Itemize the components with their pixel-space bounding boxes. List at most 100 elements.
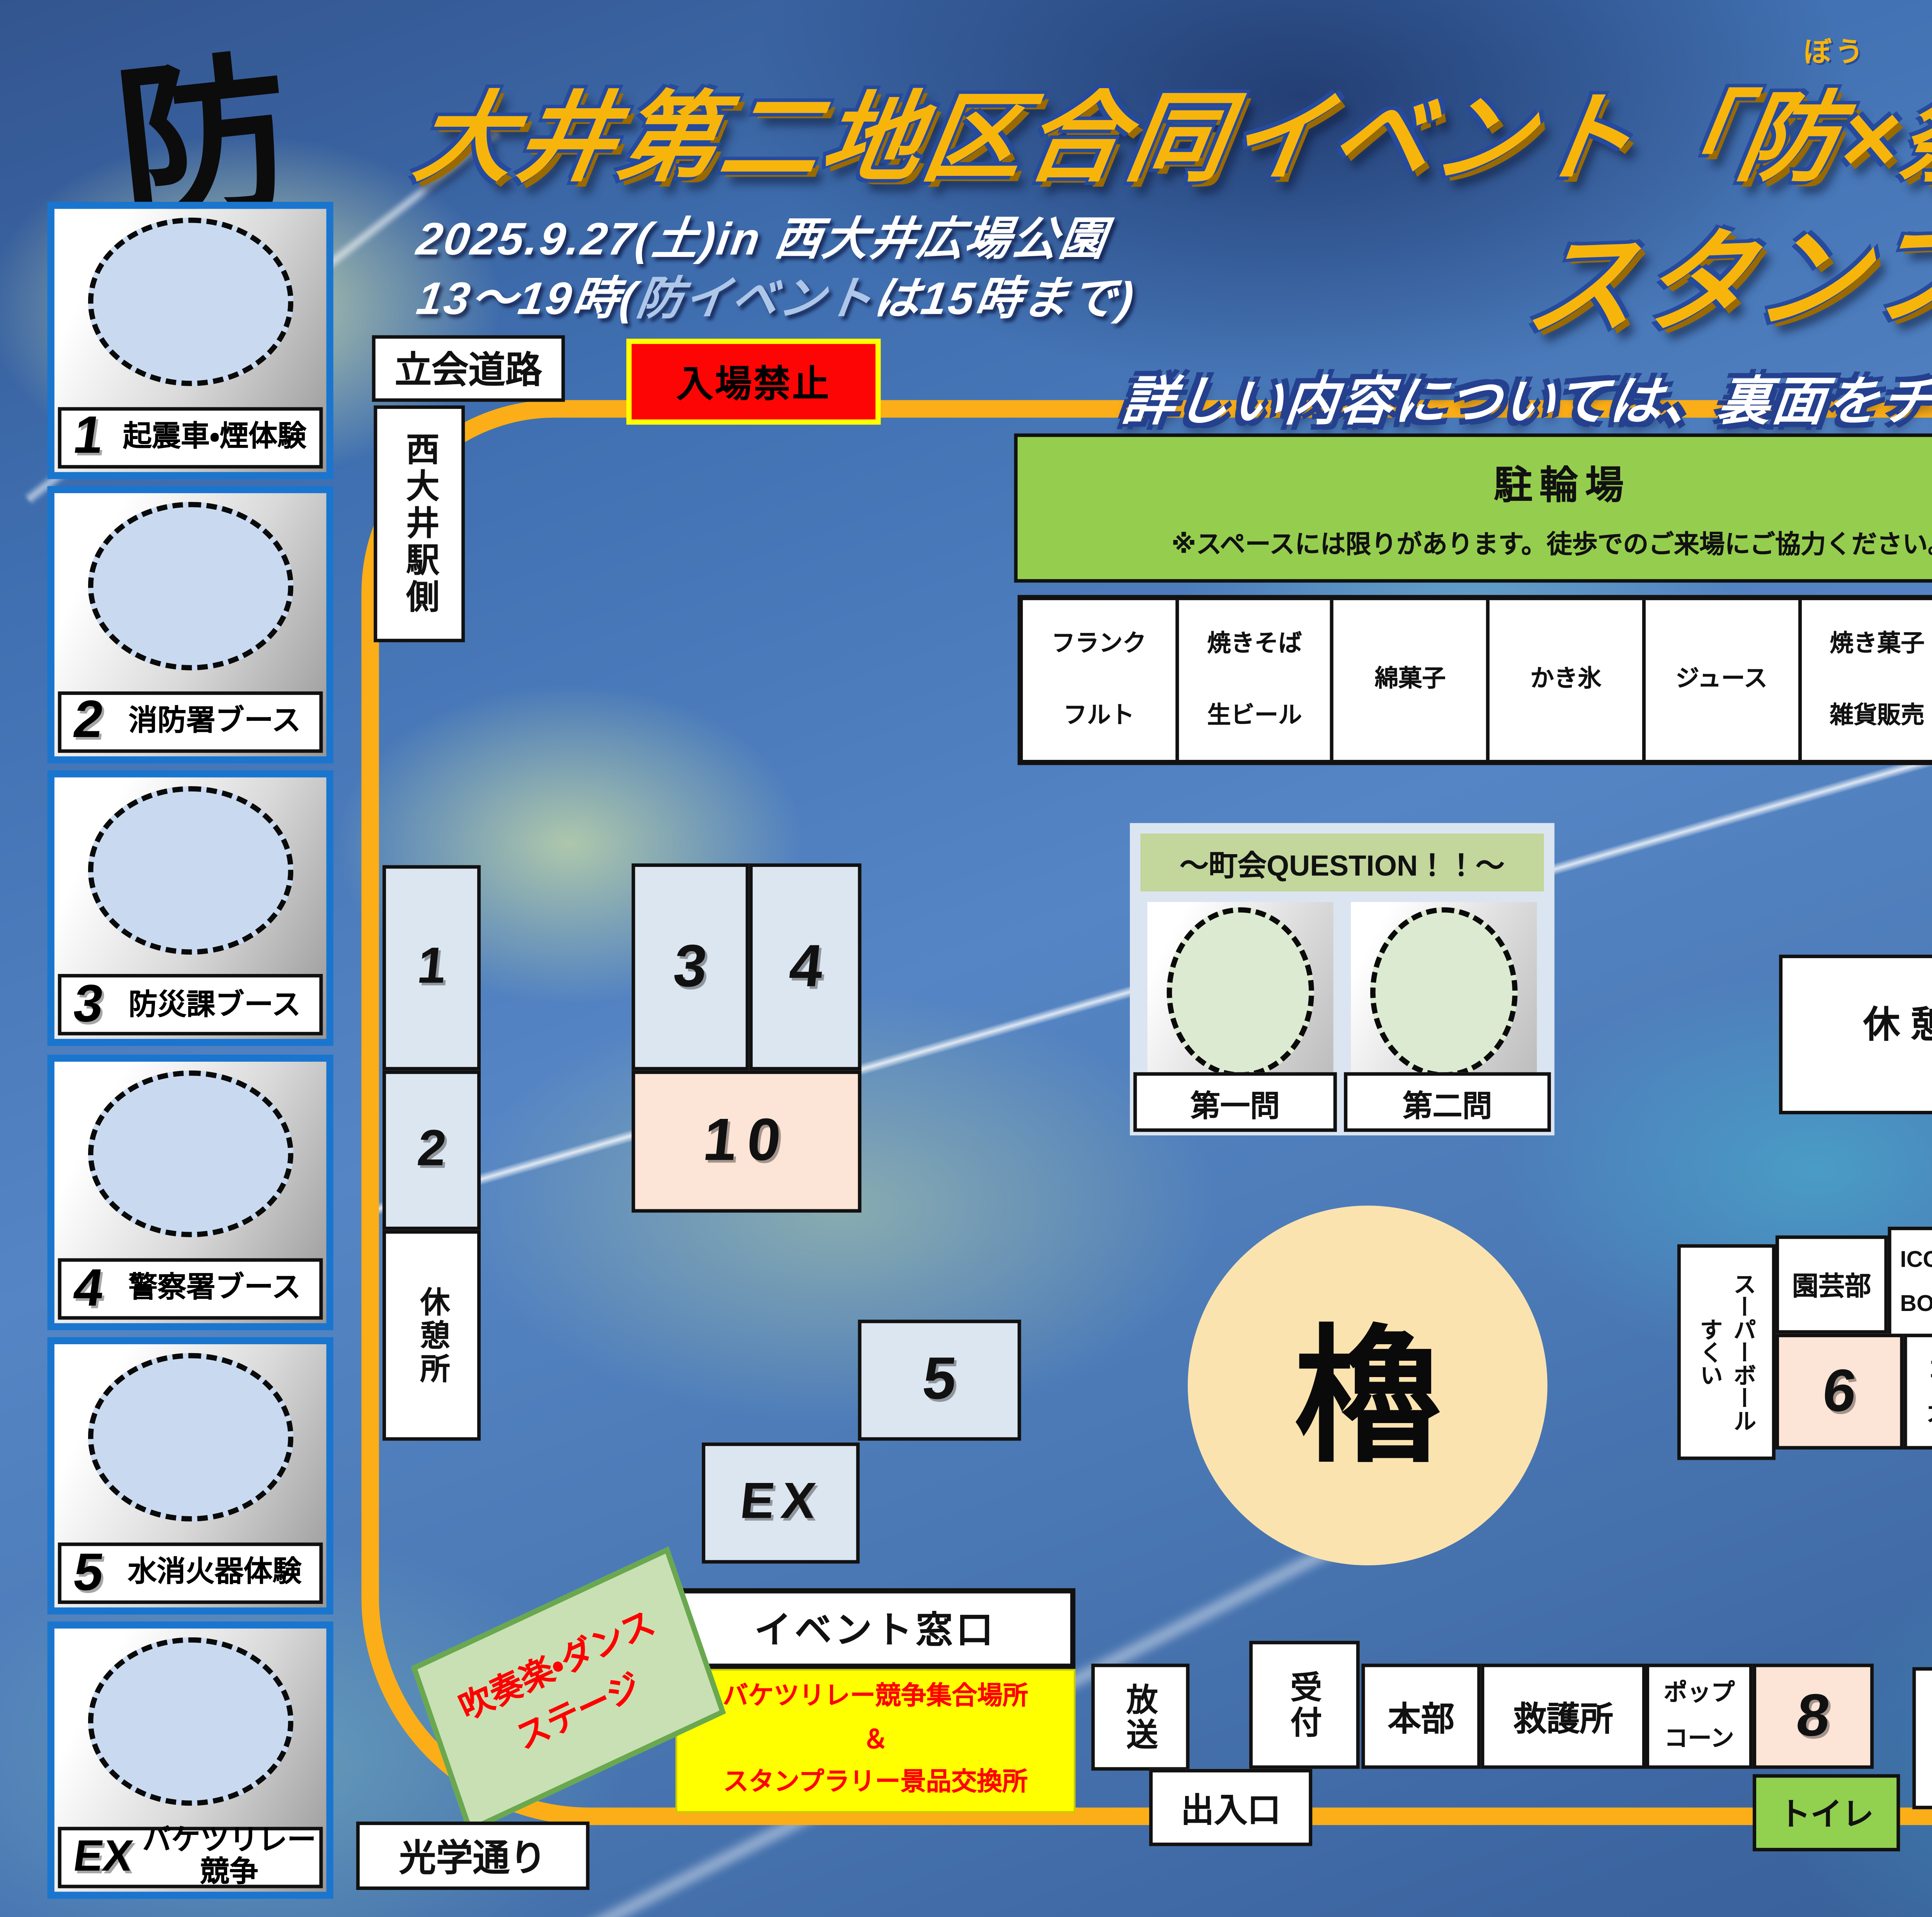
first-aid-label: 救護所 (1481, 1663, 1646, 1769)
booth-4: 4 (749, 863, 862, 1071)
exchange-line2: スタンプラリー景品交換所 (723, 1769, 1028, 1798)
event-title-main: 大井第二地区合同イベント「防×祭」 (408, 82, 1932, 193)
booth-5: 5 (858, 1319, 1021, 1441)
booth-3-number: 3 (670, 933, 711, 999)
booth-6: 6 (1775, 1333, 1904, 1450)
check-back-banner: 詳しい内容については、裏面をチェック！ (1119, 374, 1932, 432)
bike-parking-title: 駐輪場 (1494, 463, 1631, 507)
honbu-label: 本部 (1361, 1663, 1481, 1769)
stamp-label: バケツリレー競争 (142, 1824, 316, 1889)
booth-8: 8 (1752, 1663, 1874, 1769)
bike-parking-box: 駐輪場 ※スペースには限りがあります。徒歩でのご来場にご協力ください。 (1014, 433, 1932, 583)
food-stall-line: かき氷 (1530, 665, 1602, 692)
stamp-slot-5: 5 水消火器体験 (47, 1338, 333, 1615)
food-stall-row: フランクフルト焼きそば生ビール綿菓子かき氷ジュース焼き菓子雑貨販売大二探偵団！○… (1017, 595, 1932, 765)
kogaku-road-label: 光学通り (356, 1822, 590, 1890)
stamp-circle (1167, 907, 1314, 1078)
stamp-slot-3: 3 防災課ブース (47, 770, 333, 1047)
booth-5-number: 5 (919, 1346, 960, 1413)
stamp-number: 5 (70, 1544, 107, 1602)
icc-bowling-label: ICC BOWLING (1888, 1226, 1932, 1337)
food-stall-line: 焼き菓子 (1830, 629, 1925, 656)
booth-ex-left-number: EX (737, 1474, 825, 1531)
booth-3: 3 (631, 863, 749, 1071)
bike-parking-note: ※スペースには限りがあります。徒歩でのご来場にご協力ください。 (1171, 531, 1932, 560)
engeibu-label: 園芸部 (1775, 1235, 1888, 1334)
stamp-number: EX (70, 1832, 136, 1881)
booth-2: 2 (382, 1070, 481, 1230)
stamp-label: 消防署ブース (128, 705, 301, 737)
yagura-character: 櫓 (1294, 1318, 1442, 1481)
tachiai-road-label: 立会道路 (372, 335, 565, 402)
booth-2-number: 2 (414, 1121, 449, 1178)
no-entry-sign: 入場禁止 (626, 339, 881, 425)
booth-10-number: 10 (699, 1107, 794, 1174)
stamp-circle (1370, 907, 1518, 1078)
food-stall-2: 焼きそば生ビール (1179, 600, 1334, 760)
food-stall-line: ジュース (1675, 665, 1768, 692)
stamp-circle (87, 1353, 294, 1522)
stamp-circle (87, 501, 294, 670)
exchange-line1: バケツリレー競争集合場所 (723, 1683, 1028, 1711)
superball-scoop-label: スーパーボール すくい (1677, 1244, 1776, 1460)
food-stall-4: かき氷 (1490, 600, 1646, 760)
event-date: 2025.9.27(土)in 西大井広場公園 (413, 212, 1111, 265)
booth-1: 1 (382, 865, 481, 1071)
food-stall-line: 綿菓子 (1374, 665, 1446, 692)
exit-bottom-label: 出入口 (1149, 1769, 1313, 1846)
booth-1-number: 1 (414, 939, 449, 995)
stamp-number: 3 (70, 976, 107, 1034)
exchange-amp: ＆ (862, 1726, 888, 1755)
event-title-sub: スタンプラリー (1519, 200, 1932, 351)
food-stall-line: 焼きそば (1207, 629, 1302, 656)
booth-ex-left: EX (702, 1442, 860, 1564)
reception-bottom2-label: 受付 (1912, 1667, 1932, 1810)
hours-suffix: は15時まで) (870, 272, 1139, 325)
coin-daisakusen-label: コイン 大作戦 (1903, 1333, 1932, 1450)
event-counter-label: イベント窓口 (675, 1588, 1076, 1669)
stamp-label-strip: 3 防災課ブース (58, 975, 323, 1037)
popcorn-label: ポップ コーン (1645, 1663, 1753, 1769)
stamp-slot-1: 1 起震車・煙体験 (47, 202, 333, 479)
food-stall-line: フルト (1063, 701, 1134, 728)
rest-area-1: 休憩所 (1779, 955, 1932, 1115)
event-hours: 13～19時(防イベントは15時まで) (413, 263, 1140, 328)
booth-6-number: 6 (1819, 1357, 1860, 1424)
nishioi-station-label: 西大井駅側 (374, 405, 465, 642)
hours-prefix: 13～19時( (413, 272, 641, 325)
yagura-tower: 櫓 (1187, 1205, 1548, 1566)
furigana-bou: ぼう (1803, 38, 1867, 69)
chokai-question-block: ～町会QUESTION！！～ 第一問 第二問 (1130, 823, 1554, 1136)
stamp-number: 1 (70, 407, 107, 466)
stamp-label: 水消火器体験 (128, 1557, 302, 1588)
question-panel-1 (1147, 902, 1333, 1078)
stamp-circle (87, 1069, 294, 1238)
question-1-label: 第一問 (1133, 1072, 1337, 1132)
stamp-circle (87, 218, 294, 386)
reception-bottom1-label: 受付 (1249, 1641, 1360, 1769)
question-header: ～町会QUESTION！！～ (1140, 833, 1544, 892)
stamp-label-strip: 5 水消火器体験 (58, 1542, 323, 1604)
toilet-bottom-label: トイレ (1752, 1774, 1900, 1852)
food-stall-3: 綿菓子 (1334, 600, 1490, 760)
food-stall-6: 焼き菓子雑貨販売 (1801, 600, 1932, 760)
broadcast-label: 放送 (1091, 1663, 1190, 1771)
booth-8-number: 8 (1793, 1682, 1833, 1749)
booth-4-number: 4 (785, 933, 826, 999)
booth-10: 10 (631, 1070, 862, 1213)
stamp-number: 4 (70, 1260, 107, 1318)
stamp-circle (87, 785, 294, 954)
question-panel-2 (1351, 902, 1537, 1078)
stamp-label: 起震車・煙体験 (122, 421, 307, 453)
rest-area-2: 休憩所 (382, 1230, 481, 1441)
food-stall-1: フランクフルト (1023, 600, 1179, 760)
question-2-label: 第二問 (1344, 1072, 1551, 1132)
stamp-label: 防災課ブース (128, 989, 301, 1021)
